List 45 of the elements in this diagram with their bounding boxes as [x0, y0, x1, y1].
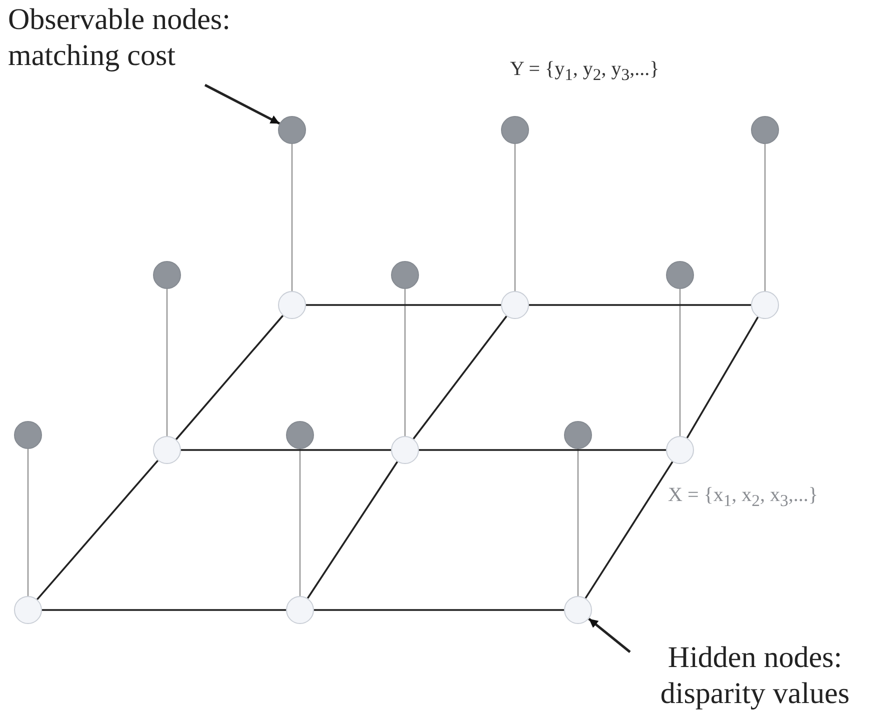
connector-line [404, 289, 406, 436]
hidden-node-circle [278, 291, 306, 319]
hidden-node-circle [751, 291, 779, 319]
hidden-node-circle [666, 436, 694, 464]
connector-line [181, 449, 391, 451]
connector-line [584, 461, 674, 599]
connector-line [686, 316, 759, 438]
hidden-node-circle [564, 596, 592, 624]
connector-line [514, 144, 516, 291]
connector-line [42, 609, 286, 611]
observed-node-circle [391, 261, 419, 289]
connector-line [27, 449, 29, 596]
connector-line [764, 144, 766, 291]
connector-line [166, 289, 168, 436]
observed-node-circle [564, 421, 592, 449]
observed-node-circle [14, 421, 42, 449]
set-notation-label: Y = {y$_{1}$, y$_{2}$, y$_{3}$,...} [510, 58, 660, 85]
connector-line [679, 289, 681, 436]
observed-node-circle [153, 261, 181, 289]
connector-line [306, 461, 398, 599]
annotation-text: Hidden nodes: disparity values [659, 640, 851, 712]
connector-line [412, 316, 508, 440]
observed-node-circle [751, 116, 779, 144]
observed-node-circle [286, 421, 314, 449]
connector-line [419, 449, 666, 451]
leader-arrow [204, 84, 280, 125]
observed-node-circle [278, 116, 306, 144]
leader-arrow [588, 618, 631, 653]
connector-line [299, 449, 301, 596]
connector-line [291, 144, 293, 291]
connector-line [306, 304, 501, 306]
hidden-node-circle [391, 436, 419, 464]
hidden-node-circle [286, 596, 314, 624]
connector-line [314, 609, 564, 611]
observed-node-circle [501, 116, 529, 144]
annotation-text: Observable nodes: matching cost [8, 2, 232, 74]
hidden-node-circle [501, 291, 529, 319]
connector-line [36, 460, 158, 600]
hidden-node-circle [14, 596, 42, 624]
set-notation-label: X = {x$_{1}$, x$_{2}$, x$_{3}$,...} [668, 484, 818, 511]
connector-line [577, 449, 579, 596]
connector-line [175, 315, 284, 440]
connector-line [529, 304, 751, 306]
observed-node-circle [666, 261, 694, 289]
hidden-node-circle [153, 436, 181, 464]
